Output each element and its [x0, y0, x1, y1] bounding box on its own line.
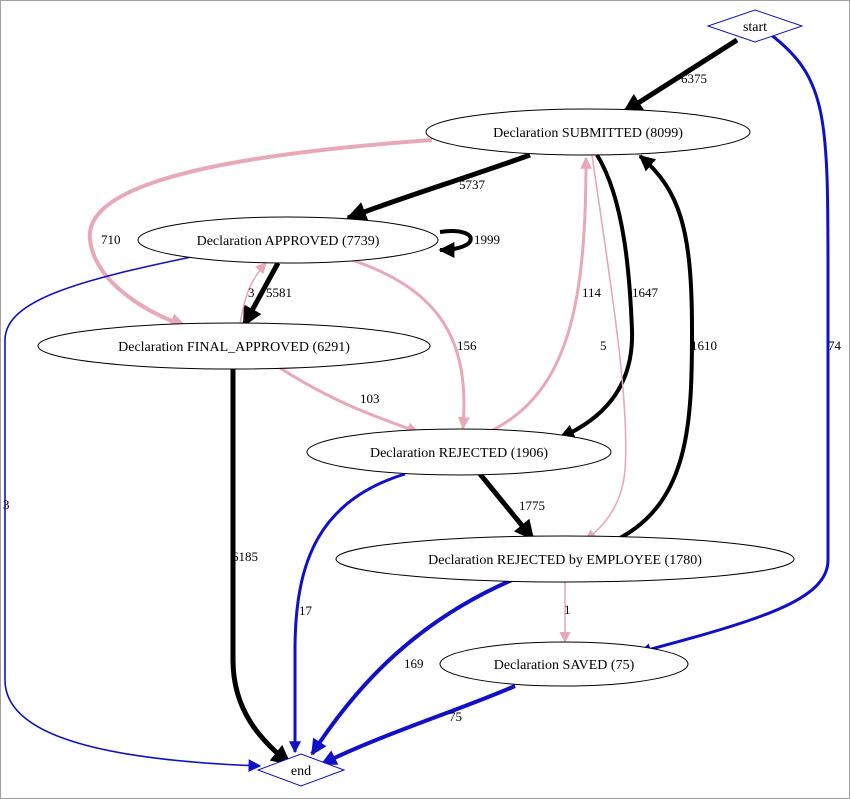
edge-label-saved-end: 75 — [449, 709, 462, 724]
edge-rejemp-submitted — [619, 154, 695, 540]
edge-label-start-saved: 74 — [828, 338, 842, 353]
edge-label-rejemp-saved: 1 — [564, 602, 571, 617]
node-final-approved[interactable]: Declaration FINAL_APPROVED (6291) — [37, 322, 431, 370]
node-approved[interactable]: Declaration APPROVED (7739) — [137, 216, 439, 264]
edge-start-submitted — [622, 37, 739, 115]
edge-approved-rejected — [351, 258, 470, 430]
node-rejected-employee[interactable]: Declaration REJECTED by EMPLOYEE (1780) — [335, 535, 795, 583]
node-rejected-employee-label: Declaration REJECTED by EMPLOYEE (1780) — [428, 553, 702, 568]
edge-label-rejected-submitted: 114 — [582, 285, 602, 300]
node-start[interactable]: start — [706, 9, 804, 43]
node-rejected-label: Declaration REJECTED (1906) — [370, 446, 548, 461]
node-saved-label: Declaration SAVED (75) — [494, 658, 635, 673]
node-end[interactable]: end — [256, 753, 346, 787]
edge-label-rejected-rejemp: 1775 — [519, 498, 545, 513]
edge-label-approved-end: 3 — [3, 497, 10, 512]
edge-label-start-submitted: 6375 — [681, 71, 707, 86]
edge-label-final-approved-back: 3 — [248, 285, 255, 300]
edge-final-rejected — [279, 366, 420, 435]
edge-saved-end — [320, 684, 516, 766]
edge-submitted-approved — [346, 152, 531, 221]
edge-label-submitted-final: 710 — [101, 232, 121, 247]
edge-label-rejemp-end: 169 — [404, 656, 424, 671]
edge-submitted-rejemp — [585, 154, 627, 541]
edge-rejected-rejemp — [478, 472, 535, 541]
node-submitted[interactable]: Declaration SUBMITTED (8099) — [425, 108, 751, 156]
edge-submitted-rejected — [558, 153, 635, 440]
edge-final-approved-back — [239, 262, 267, 326]
node-rejected[interactable]: Declaration REJECTED (1906) — [306, 428, 612, 476]
edge-rejected-end — [289, 472, 406, 754]
node-end-label: end — [291, 764, 311, 779]
edge-approved-final — [241, 261, 281, 327]
edge-final-end — [230, 368, 292, 766]
edge-label-approved-final: 5581 — [266, 285, 292, 300]
edge-label-approved-self: 1999 — [474, 232, 500, 247]
node-approved-label: Declaration APPROVED (7739) — [197, 234, 380, 249]
edge-label-rejemp-submitted: 1610 — [691, 338, 717, 353]
edge-label-submitted-approved: 5737 — [459, 177, 486, 192]
edge-approved-end — [4, 255, 262, 772]
edge-label-final-end: 6185 — [232, 549, 258, 564]
edge-approved-self — [438, 229, 473, 258]
edge-label-final-rejected: 103 — [360, 391, 380, 406]
edge-rejemp-end — [310, 578, 513, 756]
edge-start-saved — [638, 32, 830, 656]
node-start-label: start — [743, 20, 767, 35]
edge-rejected-submitted — [492, 156, 592, 432]
edge-label-submitted-rejemp: 5 — [600, 338, 607, 353]
node-submitted-label: Declaration SUBMITTED (8099) — [493, 126, 683, 141]
edge-submitted-final — [87, 138, 433, 329]
node-saved[interactable]: Declaration SAVED (75) — [439, 641, 689, 687]
edge-label-submitted-rejected: 1647 — [632, 285, 659, 300]
node-final-approved-label: Declaration FINAL_APPROVED (6291) — [118, 340, 350, 355]
edge-label-approved-rejected: 156 — [457, 338, 477, 353]
edge-label-rejected-end: 17 — [299, 603, 313, 618]
